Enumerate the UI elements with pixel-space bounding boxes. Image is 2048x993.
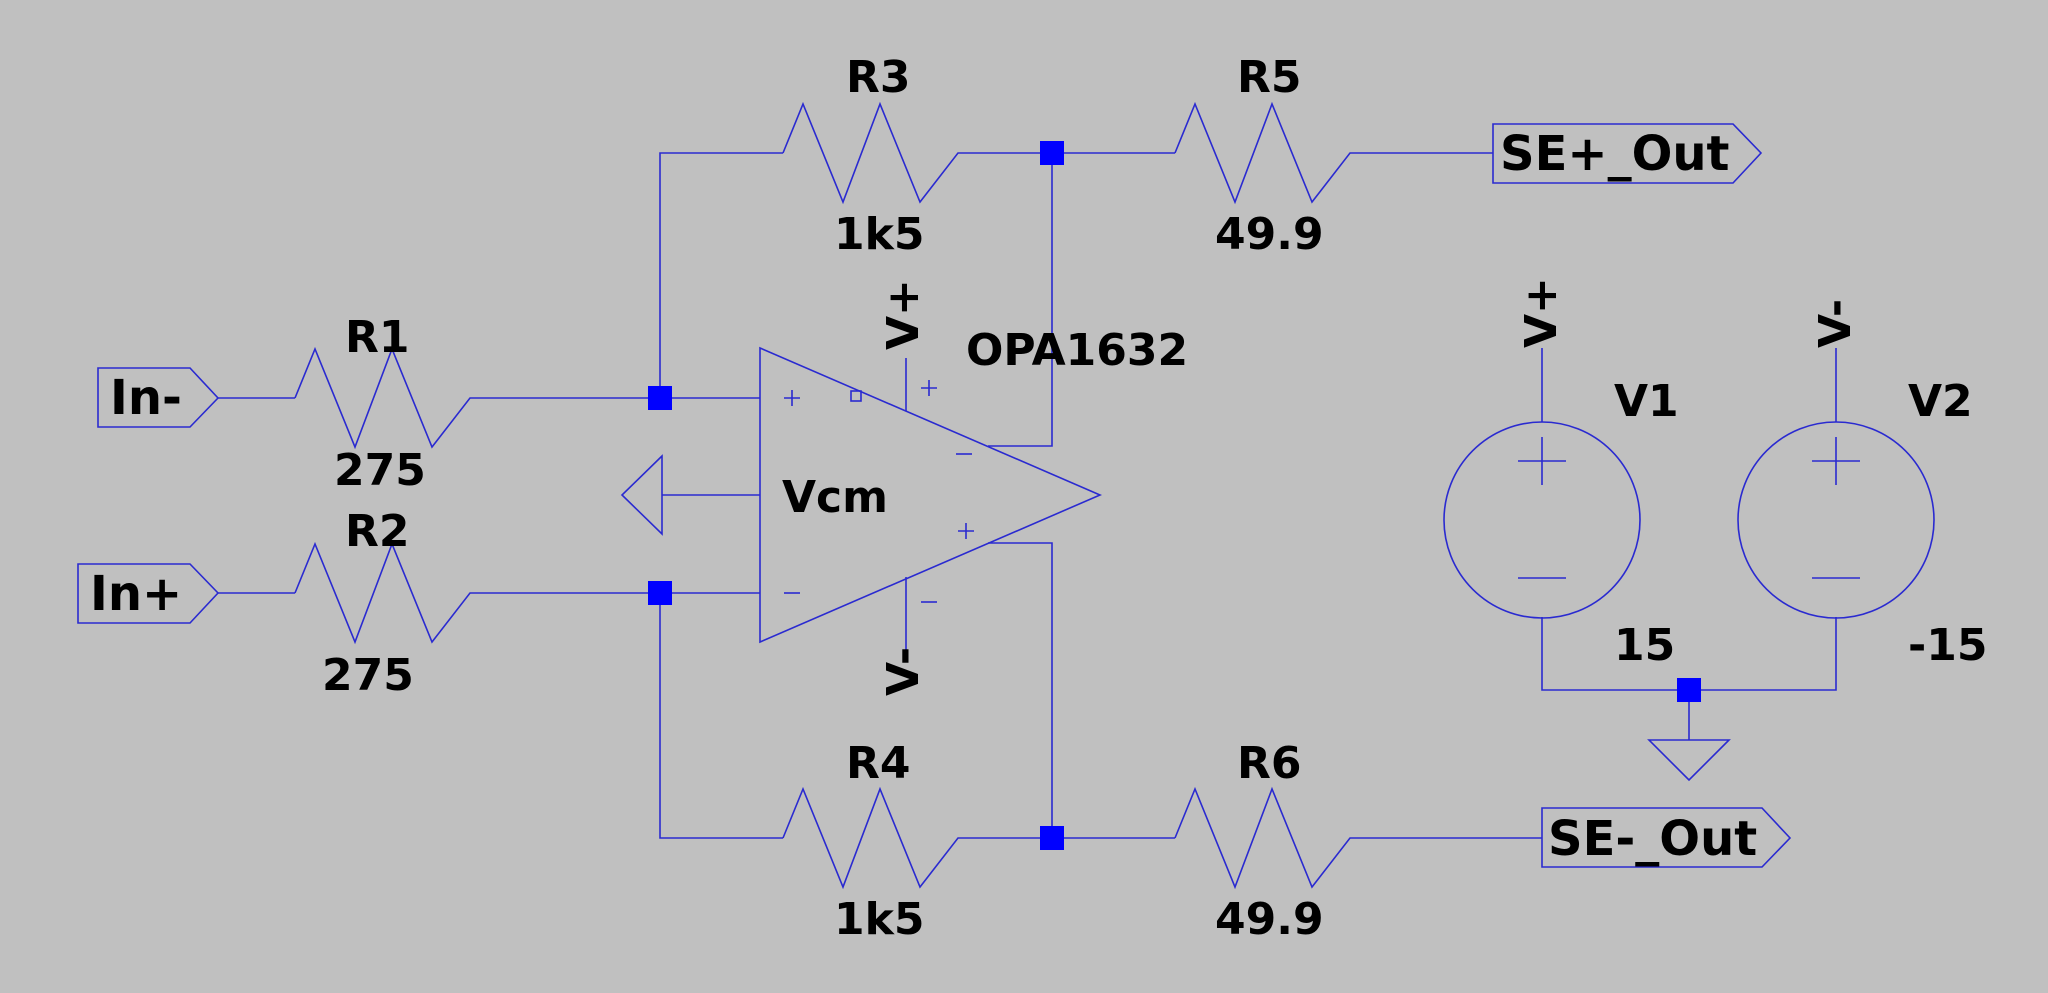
labels: R1 275 R2 275 R3 1k5 R4 1k5 R5 49.9 R6 4…: [90, 52, 1988, 945]
port-se-minus-out[interactable]: [1541, 807, 1792, 868]
opamp-vminus-label: V-: [878, 647, 929, 696]
node-c[interactable]: [1040, 141, 1064, 165]
source-v2[interactable]: [1737, 421, 1935, 619]
opamp-out-plus-mark: [958, 523, 974, 539]
wire-node-c-opamp-out[interactable]: [988, 153, 1053, 447]
port-in-minus-label: In-: [110, 370, 182, 426]
r1-value: 275: [334, 445, 426, 496]
node-a[interactable]: [648, 386, 672, 410]
opamp-symbol[interactable]: [620, 346, 1103, 644]
r6-ref: R6: [1237, 738, 1302, 789]
resistors: [294, 101, 1370, 890]
node-b[interactable]: [648, 581, 672, 605]
v2-net-label: V-: [1810, 299, 1861, 348]
opamp-plus-in-mark: [784, 390, 800, 406]
resistor-r5[interactable]: [1174, 101, 1370, 205]
wires: [218, 152, 1837, 839]
voltage-sources: [1443, 421, 1935, 782]
r1-ref: R1: [345, 312, 410, 363]
v1-ref: V1: [1614, 376, 1679, 427]
v2-value: -15: [1908, 620, 1988, 671]
port-in-plus-label: In+: [90, 566, 182, 622]
vcm-flag: [620, 454, 663, 536]
port-se-plus-label: SE+_Out: [1500, 126, 1730, 182]
resistor-r2[interactable]: [294, 541, 490, 645]
opamp-pin1-marker: [850, 390, 862, 402]
resistor-r6[interactable]: [1174, 786, 1370, 890]
junction-nodes: [648, 141, 1701, 850]
node-d[interactable]: [1040, 826, 1064, 850]
resistor-r3[interactable]: [782, 101, 978, 205]
opamp-vplus-label: V+: [878, 279, 929, 350]
r5-ref: R5: [1237, 52, 1302, 103]
node-ground[interactable]: [1677, 678, 1701, 702]
v2-ref: V2: [1908, 376, 1973, 427]
r2-ref: R2: [345, 506, 410, 557]
ports: [77, 123, 1792, 868]
r3-value: 1k5: [834, 209, 925, 260]
r3-ref: R3: [846, 52, 911, 103]
resistor-r1[interactable]: [294, 346, 490, 450]
r2-value: 275: [322, 650, 414, 701]
r6-value: 49.9: [1215, 894, 1324, 945]
port-se-plus-out[interactable]: [1492, 123, 1763, 184]
v1-net-label: V+: [1516, 277, 1567, 348]
wire-node-b-r4[interactable]: [659, 593, 783, 839]
r4-value: 1k5: [834, 894, 925, 945]
port-in-minus[interactable]: [97, 367, 220, 428]
r4-ref: R4: [846, 738, 911, 789]
opamp-name: OPA1632: [966, 325, 1188, 376]
opamp-vplus-mark: [921, 380, 937, 396]
wire-node-a-r3[interactable]: [659, 152, 783, 398]
opamp-triangle: [759, 346, 1103, 644]
v1-value: 15: [1614, 620, 1675, 671]
wire-node-d-opamp-out[interactable]: [988, 542, 1053, 838]
source-v1[interactable]: [1443, 421, 1641, 619]
opamp-vcm-label: Vcm: [782, 472, 888, 523]
ground-symbol: [1647, 739, 1731, 782]
port-se-minus-label: SE-_Out: [1548, 811, 1757, 867]
port-in-plus[interactable]: [77, 563, 220, 624]
resistor-r4[interactable]: [782, 786, 978, 890]
r5-value: 49.9: [1215, 209, 1324, 260]
